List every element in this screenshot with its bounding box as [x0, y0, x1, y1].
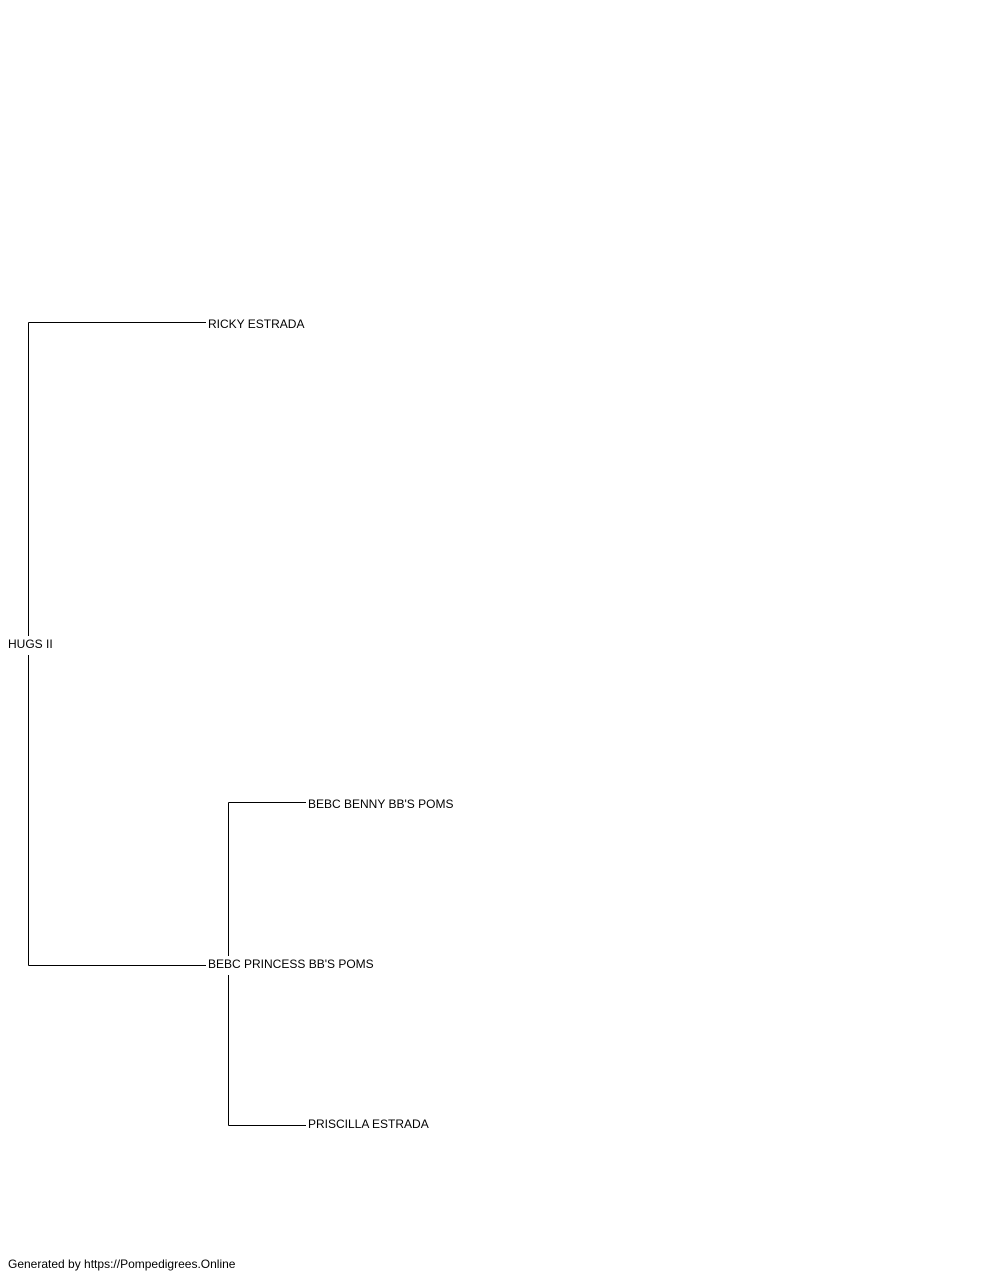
generated-by-footer: Generated by https://Pompedigrees.Online [8, 1257, 236, 1271]
dam-sire-name: BEBC BENNY BB'S POMS [308, 797, 453, 811]
sire-name: RICKY ESTRADA [208, 317, 304, 331]
dam-name: BEBC PRINCESS BB'S POMS [208, 957, 374, 971]
subject-name: HUGS II [8, 637, 53, 651]
dam-dam-name: PRISCILLA ESTRADA [308, 1117, 429, 1131]
